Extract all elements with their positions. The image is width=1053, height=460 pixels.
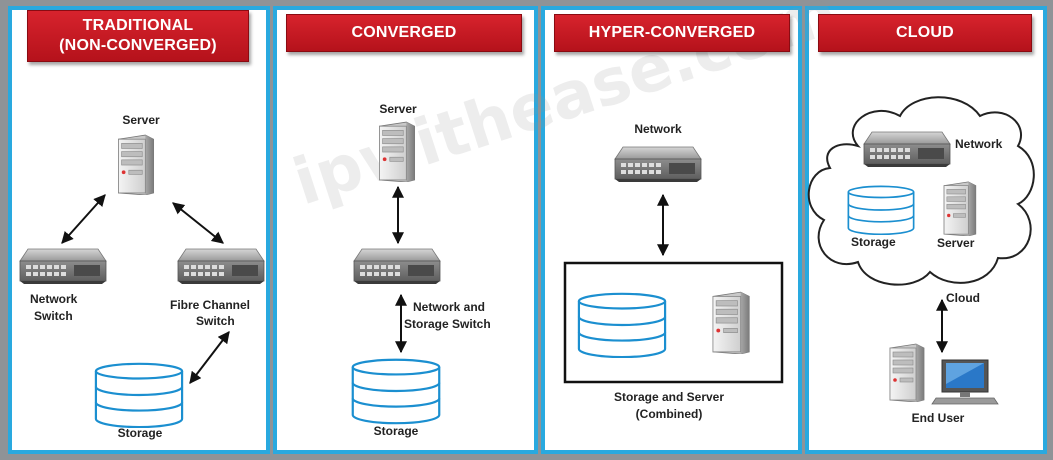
header-cloud-label: CLOUD	[896, 24, 954, 41]
label-cloud: Cloud	[946, 291, 980, 305]
arrow-server-fc-switch	[172, 202, 224, 244]
header-cloud: CLOUD	[818, 14, 1032, 52]
label-combined-line2: (Combined)	[635, 407, 703, 421]
label-combined-line1: Storage and Server	[613, 390, 725, 404]
network-icon-hyper-converged	[614, 146, 702, 183]
label-storage-converged: Storage	[373, 424, 419, 438]
network-icon-cloud	[863, 131, 951, 168]
storage-icon-cloud	[847, 185, 915, 235]
server-icon-converged	[378, 121, 416, 182]
label-network-cloud: Network	[955, 137, 1003, 151]
label-network-switch-line1: Network	[30, 292, 78, 306]
label-fc-switch-line1: Fibre Channel	[170, 298, 251, 312]
storage-icon-converged	[351, 358, 441, 425]
label-network-storage-switch-line1: Network and	[413, 300, 486, 314]
label-storage-cloud: Storage	[851, 235, 896, 249]
server-icon-hyper-converged	[712, 291, 750, 354]
label-server-cloud: Server	[937, 236, 975, 250]
storage-icon-hyper-converged	[577, 292, 667, 358]
label-server-traditional: Server	[122, 113, 160, 127]
label-storage-traditional: Storage	[117, 426, 163, 440]
label-fc-switch-line2: Switch	[196, 314, 235, 328]
label-end-user: End User	[911, 411, 965, 425]
header-traditional-line2: (NON-CONVERGED)	[59, 37, 217, 54]
end-user-icon	[889, 343, 999, 405]
header-traditional-line1: TRADITIONAL	[82, 17, 194, 34]
cloud-shape	[807, 96, 1035, 286]
header-converged-label: CONVERGED	[351, 24, 457, 41]
label-server-converged: Server	[379, 102, 417, 116]
header-traditional: TRADITIONAL (NON-CONVERGED)	[27, 10, 249, 62]
server-icon-traditional	[117, 134, 155, 195]
network-switch-icon-traditional	[19, 248, 107, 285]
arrow-fc-switch-storage	[189, 331, 230, 384]
label-network-switch-line2: Switch	[34, 309, 73, 323]
label-network-hyper-converged: Network	[634, 122, 682, 136]
fc-switch-icon-traditional	[177, 248, 265, 285]
storage-icon-traditional	[94, 362, 184, 428]
network-storage-switch-icon-converged	[353, 248, 441, 285]
header-hyper-converged-label: HYPER-CONVERGED	[588, 24, 756, 41]
header-converged: CONVERGED	[286, 14, 522, 52]
arrow-server-network-switch	[61, 194, 106, 244]
header-hyper-converged: HYPER-CONVERGED	[554, 14, 790, 52]
label-network-storage-switch-line2: Storage Switch	[404, 317, 491, 331]
server-icon-cloud	[943, 181, 977, 236]
